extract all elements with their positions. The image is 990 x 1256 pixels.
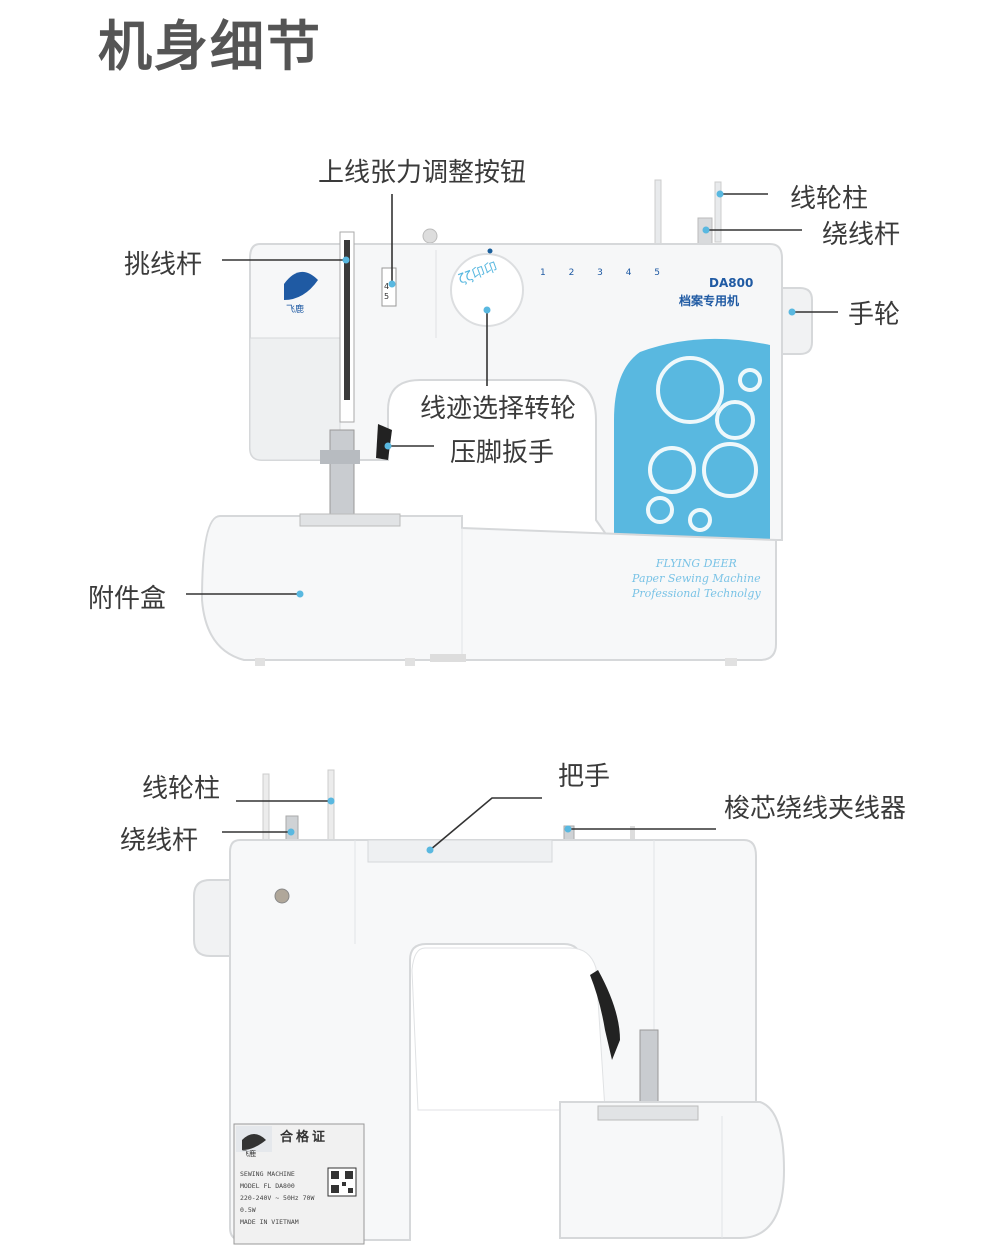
certificate-title: 合格证 — [280, 1130, 329, 1145]
tension-number: 5 — [384, 292, 390, 301]
decal-line: Professional Technolgy — [632, 587, 761, 600]
callout-take-up-lever: 挑线杆 — [124, 250, 203, 280]
stitch-number: 2 — [568, 268, 575, 278]
leader-lines — [186, 193, 838, 851]
callout-spool-pin-front: 线轮柱 — [790, 184, 869, 214]
stitch-number: 3 — [597, 268, 603, 278]
decal-line: FLYING DEER — [655, 557, 737, 570]
tension-numbers: 4 5 — [384, 282, 389, 302]
stitch-number: 5 — [654, 268, 660, 278]
decal-line: Paper Sewing Machine — [632, 572, 761, 585]
cert-line: MADE IN VIETNAM — [240, 1218, 299, 1226]
callout-accessory-box: 附件盒 — [88, 584, 167, 614]
callout-bobbin-winder-front: 绕线杆 — [822, 220, 901, 250]
callout-stitch-dial: 线迹选择转轮 — [420, 394, 577, 424]
callout-presser-foot-lever: 压脚扳手 — [450, 438, 555, 468]
callout-dots — [287, 190, 796, 854]
model-subtitle: 档案专用机 — [679, 294, 740, 308]
back-sewing-machine — [193, 769, 786, 1245]
callout-tension-button: 上线张力调整按钮 — [318, 158, 527, 188]
stitch-numbers: 1 2 3 4 5 — [540, 268, 660, 278]
cert-line: MODEL FL DA800 — [240, 1182, 295, 1190]
stitch-number: 4 — [625, 268, 632, 278]
callout-bobbin-clamp: 梭芯绕线夹线器 — [724, 794, 907, 824]
brand-logo-text: 飞鹿 — [286, 305, 305, 315]
model-label: DA800 — [709, 276, 754, 290]
callout-hand-wheel: 手轮 — [848, 300, 901, 330]
callout-spool-pin-back: 线轮柱 — [142, 774, 221, 804]
front-sewing-machine: ζζ卬卬 — [200, 179, 813, 666]
stitch-number: 1 — [540, 268, 546, 278]
cert-line: SEWING MACHINE — [240, 1170, 295, 1178]
decal-text: FLYING DEER Paper Sewing Machine Profess… — [632, 556, 761, 601]
cert-line: 0.5W — [240, 1206, 256, 1214]
certificate-logo-text: 飞鹿 — [242, 1150, 256, 1158]
tension-number: 4 — [384, 282, 390, 291]
page-title: 机身细节 — [98, 15, 322, 78]
cert-line: 220-240V ~ 50Hz 70W — [240, 1194, 315, 1202]
certificate-lines: SEWING MACHINE MODEL FL DA800 220-240V ~… — [240, 1168, 314, 1228]
callout-bobbin-winder-back: 绕线杆 — [120, 826, 199, 856]
callout-handle: 把手 — [558, 762, 611, 792]
